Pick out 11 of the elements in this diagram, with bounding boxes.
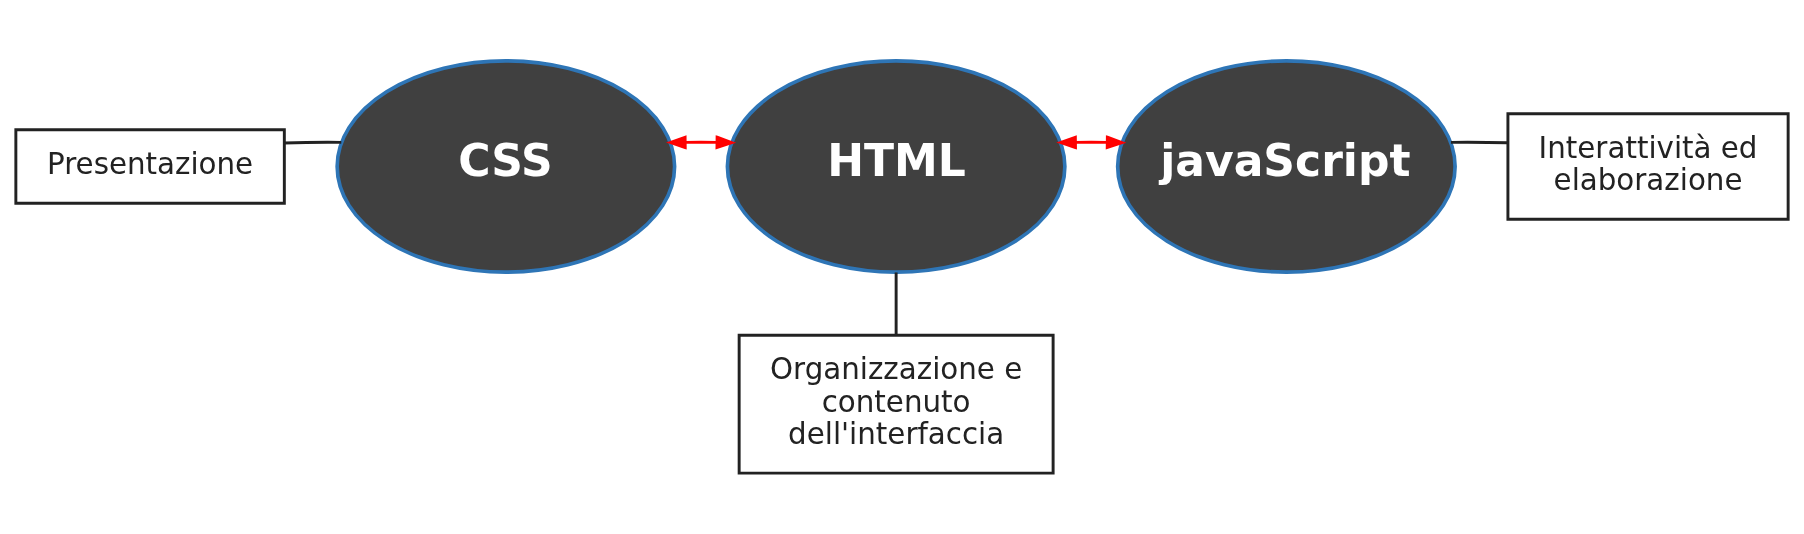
- connector: [894, 272, 898, 335]
- node-ellipse: HTML: [725, 59, 1067, 274]
- connector: [1450, 140, 1508, 145]
- node-box: Interattività ed elaborazione: [1506, 112, 1790, 221]
- node-box: Presentazione: [14, 128, 286, 205]
- node-ellipse: javaScript: [1115, 59, 1457, 274]
- arrow: [1056, 135, 1127, 150]
- connector: [284, 140, 342, 145]
- arrow: [666, 135, 737, 150]
- node-box: Organizzazione e contenuto dell'interfaccia: [737, 333, 1055, 475]
- node-ellipse: CSS: [335, 59, 677, 274]
